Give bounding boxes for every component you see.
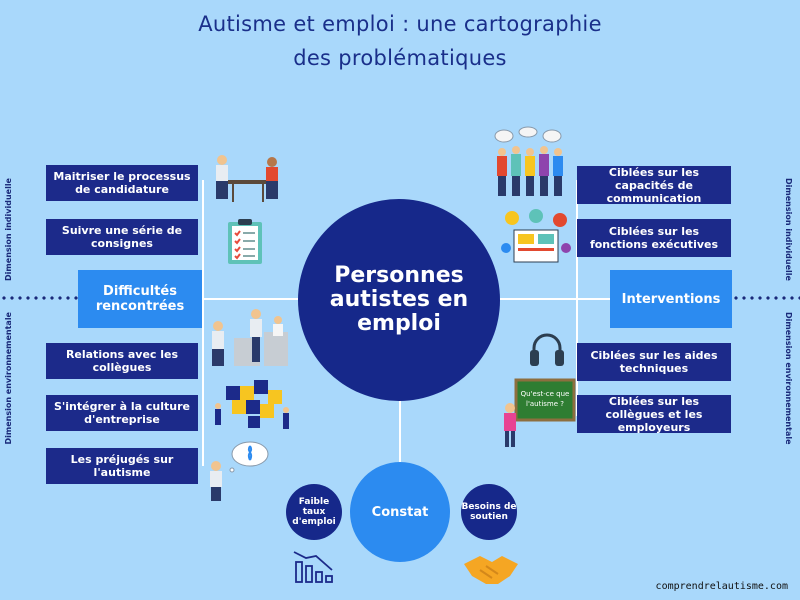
right-item-communication: Ciblées sur les capacités de communicati… bbox=[577, 166, 731, 205]
handshake-icon bbox=[464, 556, 518, 584]
svg-text:l'autisme ?: l'autisme ? bbox=[526, 400, 564, 408]
title-line-2: des problématiques bbox=[293, 46, 507, 70]
left-dotted-separator bbox=[0, 296, 80, 300]
thinking-person-illustration bbox=[210, 441, 269, 501]
side-label-right-environmental: Dimension environnementale bbox=[784, 312, 793, 445]
connector-left-trunk bbox=[202, 180, 204, 466]
title-line-1: Autisme et emploi : une cartographie bbox=[198, 12, 602, 36]
side-label-right-individual: Dimension individuelle bbox=[784, 178, 793, 281]
left-item-relations: Relations avec les collègues bbox=[46, 343, 198, 379]
chalkboard-illustration: Qu'est-ce que l'autisme ? bbox=[504, 378, 576, 447]
declining-chart-icon bbox=[293, 551, 333, 583]
center-circle: Personnes autistes en emploi bbox=[298, 199, 500, 401]
left-item-candidature: Maitriser le processus de candidature bbox=[46, 165, 198, 201]
side-label-left-environmental: Dimension environnementale bbox=[4, 312, 13, 445]
puzzle-illustration bbox=[215, 380, 289, 429]
right-item-collegues: Ciblées sur les collègues et les employe… bbox=[577, 395, 731, 434]
right-item-fonctions: Ciblées sur les fonctions exécutives bbox=[577, 219, 731, 257]
besoins-soutien-circle: Besoins de soutien bbox=[461, 484, 517, 540]
footer-url: comprendrelautisme.com bbox=[655, 581, 788, 592]
headphones-icon bbox=[530, 333, 564, 366]
left-hub-difficultes: Difficultés rencontrées bbox=[78, 270, 202, 328]
clipboard-icon bbox=[228, 219, 262, 264]
colleagues-illustration bbox=[212, 309, 288, 366]
group-discussion-illustration bbox=[494, 126, 563, 196]
left-item-consignes: Suivre une série de consignes bbox=[46, 219, 198, 255]
constat-circle: Constat bbox=[350, 462, 450, 562]
side-label-left-individual: Dimension individuelle bbox=[4, 178, 13, 281]
left-item-prejuges: Les préjugés sur l'autisme bbox=[46, 448, 198, 484]
connector-left bbox=[202, 298, 302, 300]
connector-right-trunk bbox=[576, 180, 578, 416]
right-hub-interventions: Interventions bbox=[610, 270, 732, 328]
interview-illustration bbox=[216, 155, 278, 202]
right-item-aides-techniques: Ciblées sur les aides techniques bbox=[577, 343, 731, 381]
executive-functions-illustration bbox=[501, 209, 571, 263]
faible-taux-circle: Faible taux d'emploi bbox=[286, 484, 342, 540]
connector-right bbox=[498, 298, 610, 300]
chalkboard-text: Qu'est-ce que bbox=[521, 390, 570, 398]
connector-bottom bbox=[399, 398, 401, 464]
left-item-culture: S'intégrer à la culture d'entreprise bbox=[46, 395, 198, 431]
right-dotted-separator bbox=[732, 296, 800, 300]
